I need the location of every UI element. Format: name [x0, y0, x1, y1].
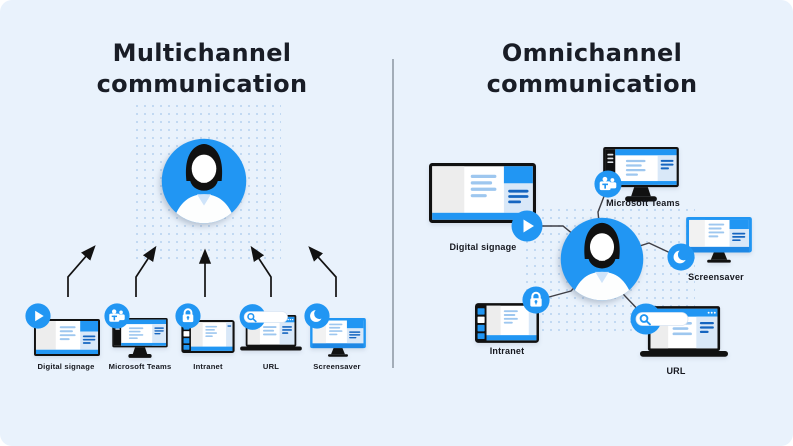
channel-label-digital-signage-right: Digital signage: [449, 242, 517, 252]
channel-label-microsoft-teams-left: Microsoft Teams: [108, 362, 172, 371]
lock-icon: [522, 286, 550, 314]
play-icon: [25, 303, 51, 329]
microsoft-teams-icon: [104, 303, 130, 329]
audience-avatar-left: [160, 137, 248, 225]
lock-icon: [175, 303, 201, 329]
channel-label-url-left: URL: [262, 362, 280, 371]
right-section-title: Omnichannel communication: [486, 39, 698, 98]
upward-arrows: [67, 245, 337, 297]
channel-label-digital-signage-left: Digital signage: [37, 362, 95, 371]
channel-label-screensaver-left: Screensaver: [313, 362, 361, 371]
up-arrow-url: [250, 245, 272, 297]
channel-label-intranet-right: Intranet: [489, 346, 525, 356]
channel-label-microsoft-teams-right: Microsoft Teams: [606, 198, 680, 208]
microsoft-teams-icon: [594, 170, 622, 198]
play-icon: [511, 210, 543, 242]
channel-label-url-right: URL: [666, 366, 686, 376]
up-arrow-microsoft-teams: [135, 245, 157, 297]
channel-label-screensaver-right: Screensaver: [688, 272, 744, 282]
search-icon: [238, 302, 292, 332]
screensaver-monitor-right: [686, 217, 752, 263]
up-arrow-digital-signage: [67, 245, 96, 297]
moon-icon: [304, 303, 330, 329]
audience-avatar-right: [559, 216, 645, 302]
channel-label-intranet-left: Intranet: [193, 362, 223, 371]
section-divider: [392, 59, 394, 368]
up-arrow-screensaver: [308, 246, 337, 297]
search-icon: [629, 301, 693, 337]
left-section-title: Multichannel communication: [96, 39, 308, 98]
moon-icon: [667, 243, 695, 271]
